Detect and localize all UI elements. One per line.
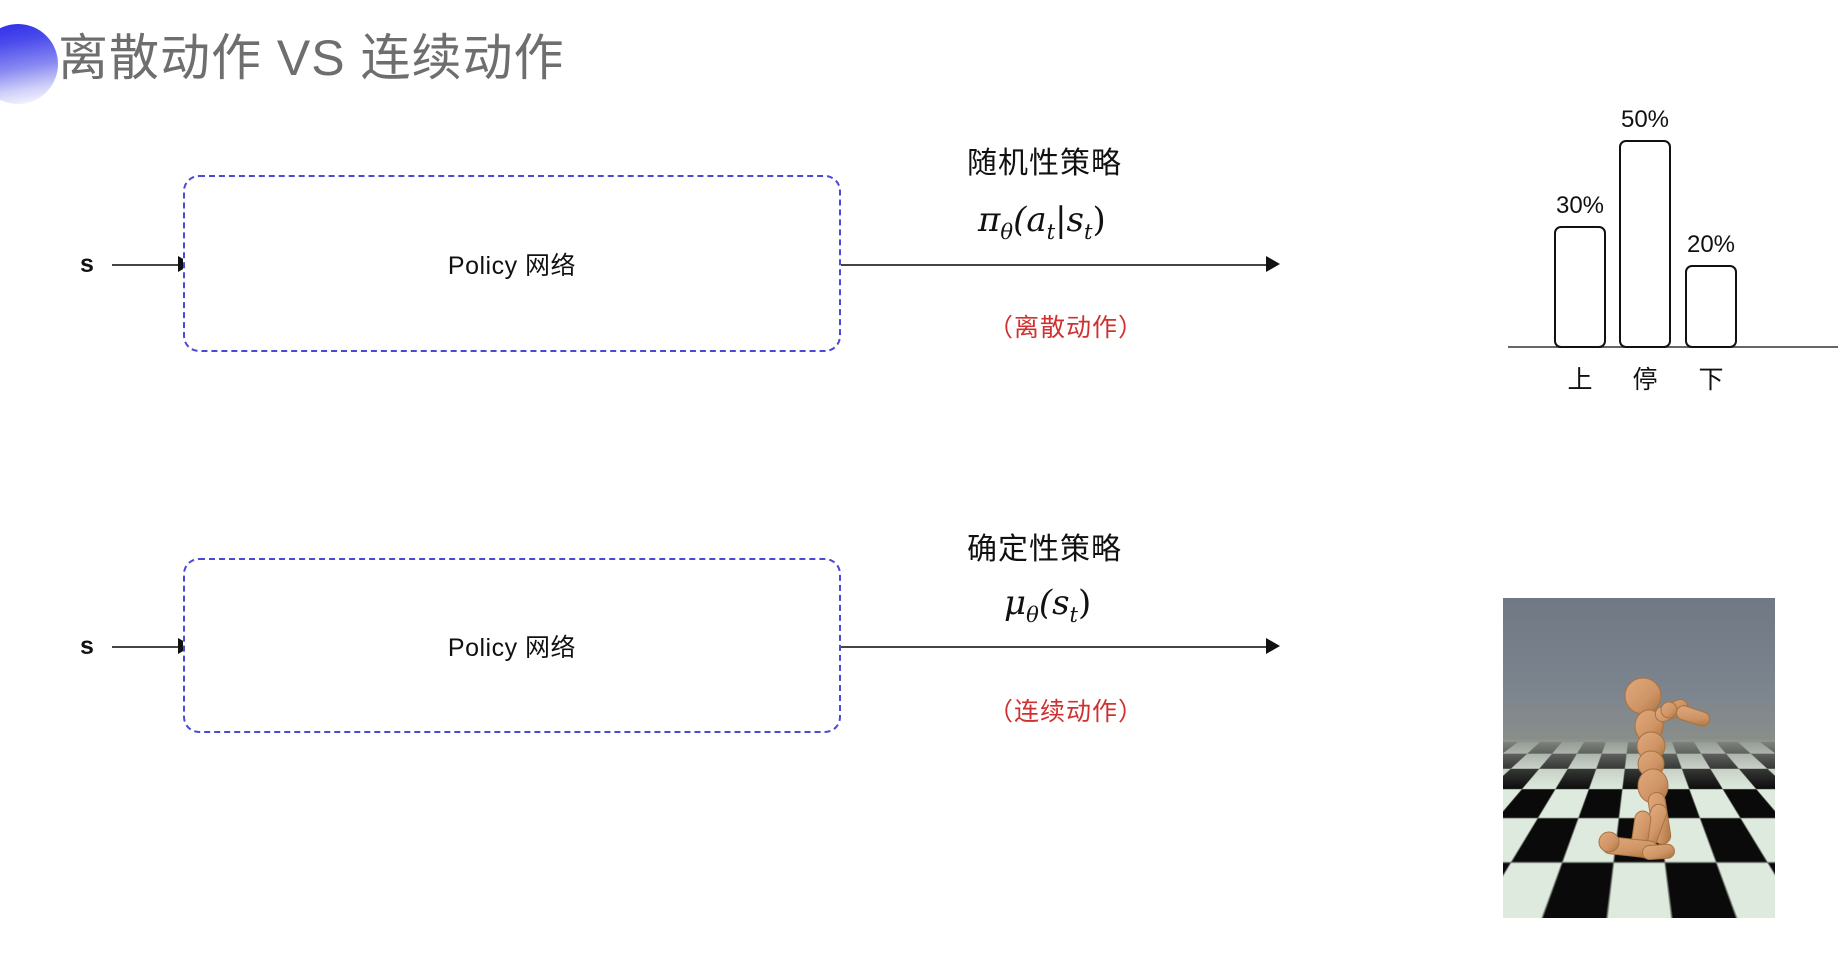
formula-open-a: (a [1013,200,1047,240]
policy-network-label-continuous: Policy 网络 [447,633,577,662]
page-title: 离散动作 VS 连续动作 [58,30,565,86]
formula-stochastic-policy: πθ(at|st) [978,200,1106,244]
formula-bar-s: |s [1055,200,1084,240]
arrow-policy-to-output-discrete [841,264,1273,266]
state-label-continuous: s [80,632,94,660]
bar-value-down: 20% [1686,231,1736,258]
bar-rect-up[interactable] [1554,226,1606,348]
bar-value-up: 30% [1555,192,1605,219]
bar-category-stop: 停 [1632,366,1658,394]
formula-mu: μ [1004,583,1027,623]
arrow-policy-to-output-continuous [841,646,1273,648]
formula-close-paren: ) [1092,200,1106,240]
action-note-discrete: （离散动作） [988,314,1145,342]
chart-baseline-axis [1508,346,1838,348]
arrow-state-to-policy-continuous [112,646,184,648]
half-circle-gradient-icon [0,24,58,104]
bar-column-stop[interactable]: 50% 停 [1619,96,1671,394]
humanoid-fist [1660,701,1678,719]
policy-network-box-continuous[interactable]: Policy 网络 [183,558,841,733]
bar-column-down[interactable]: 20% 下 [1685,96,1737,394]
humanoid-head [1624,677,1662,715]
action-note-continuous: （连续动作） [988,698,1145,726]
policy-network-label-discrete: Policy 网络 [447,251,577,280]
formula-close-paren-2: ) [1078,583,1092,623]
bar-column-up[interactable]: 30% 上 [1554,96,1606,394]
arrow-state-to-policy-discrete [112,264,184,266]
formula-open-s: (s [1038,583,1070,623]
humanoid-heel [1598,831,1620,853]
bar-rect-stop[interactable] [1619,140,1671,348]
policy-network-box-discrete[interactable]: Policy 网络 [183,175,841,352]
formula-theta-2: θ [1026,601,1039,627]
formula-pi: π [978,200,1001,240]
formula-a-sub-t: t [1046,218,1056,244]
formula-s-sub-t: t [1084,218,1093,244]
formula-s-sub-t-2: t [1069,601,1079,627]
arrow-head-output-discrete [1266,256,1280,272]
formula-theta: θ [1000,218,1014,244]
humanoid-simulation-image [1503,598,1775,918]
arrow-head-output-continuous [1266,638,1280,654]
policy-kind-deterministic: 确定性策略 [967,533,1122,566]
bar-value-stop: 50% [1620,106,1670,133]
bar-category-down: 下 [1698,366,1724,394]
bar-category-up: 上 [1567,366,1593,394]
state-label-discrete: s [80,250,94,278]
bar-rect-down[interactable] [1685,265,1737,348]
humanoid-body [1598,677,1711,860]
humanoid-forearm [1675,705,1711,727]
action-probability-bar-chart: 30% 上 50% 停 20% 下 [1508,96,1838,396]
policy-kind-stochastic: 随机性策略 [967,147,1122,180]
humanoid-rear-foot [1641,843,1675,860]
formula-deterministic-policy: μθ(st) [1004,583,1091,627]
